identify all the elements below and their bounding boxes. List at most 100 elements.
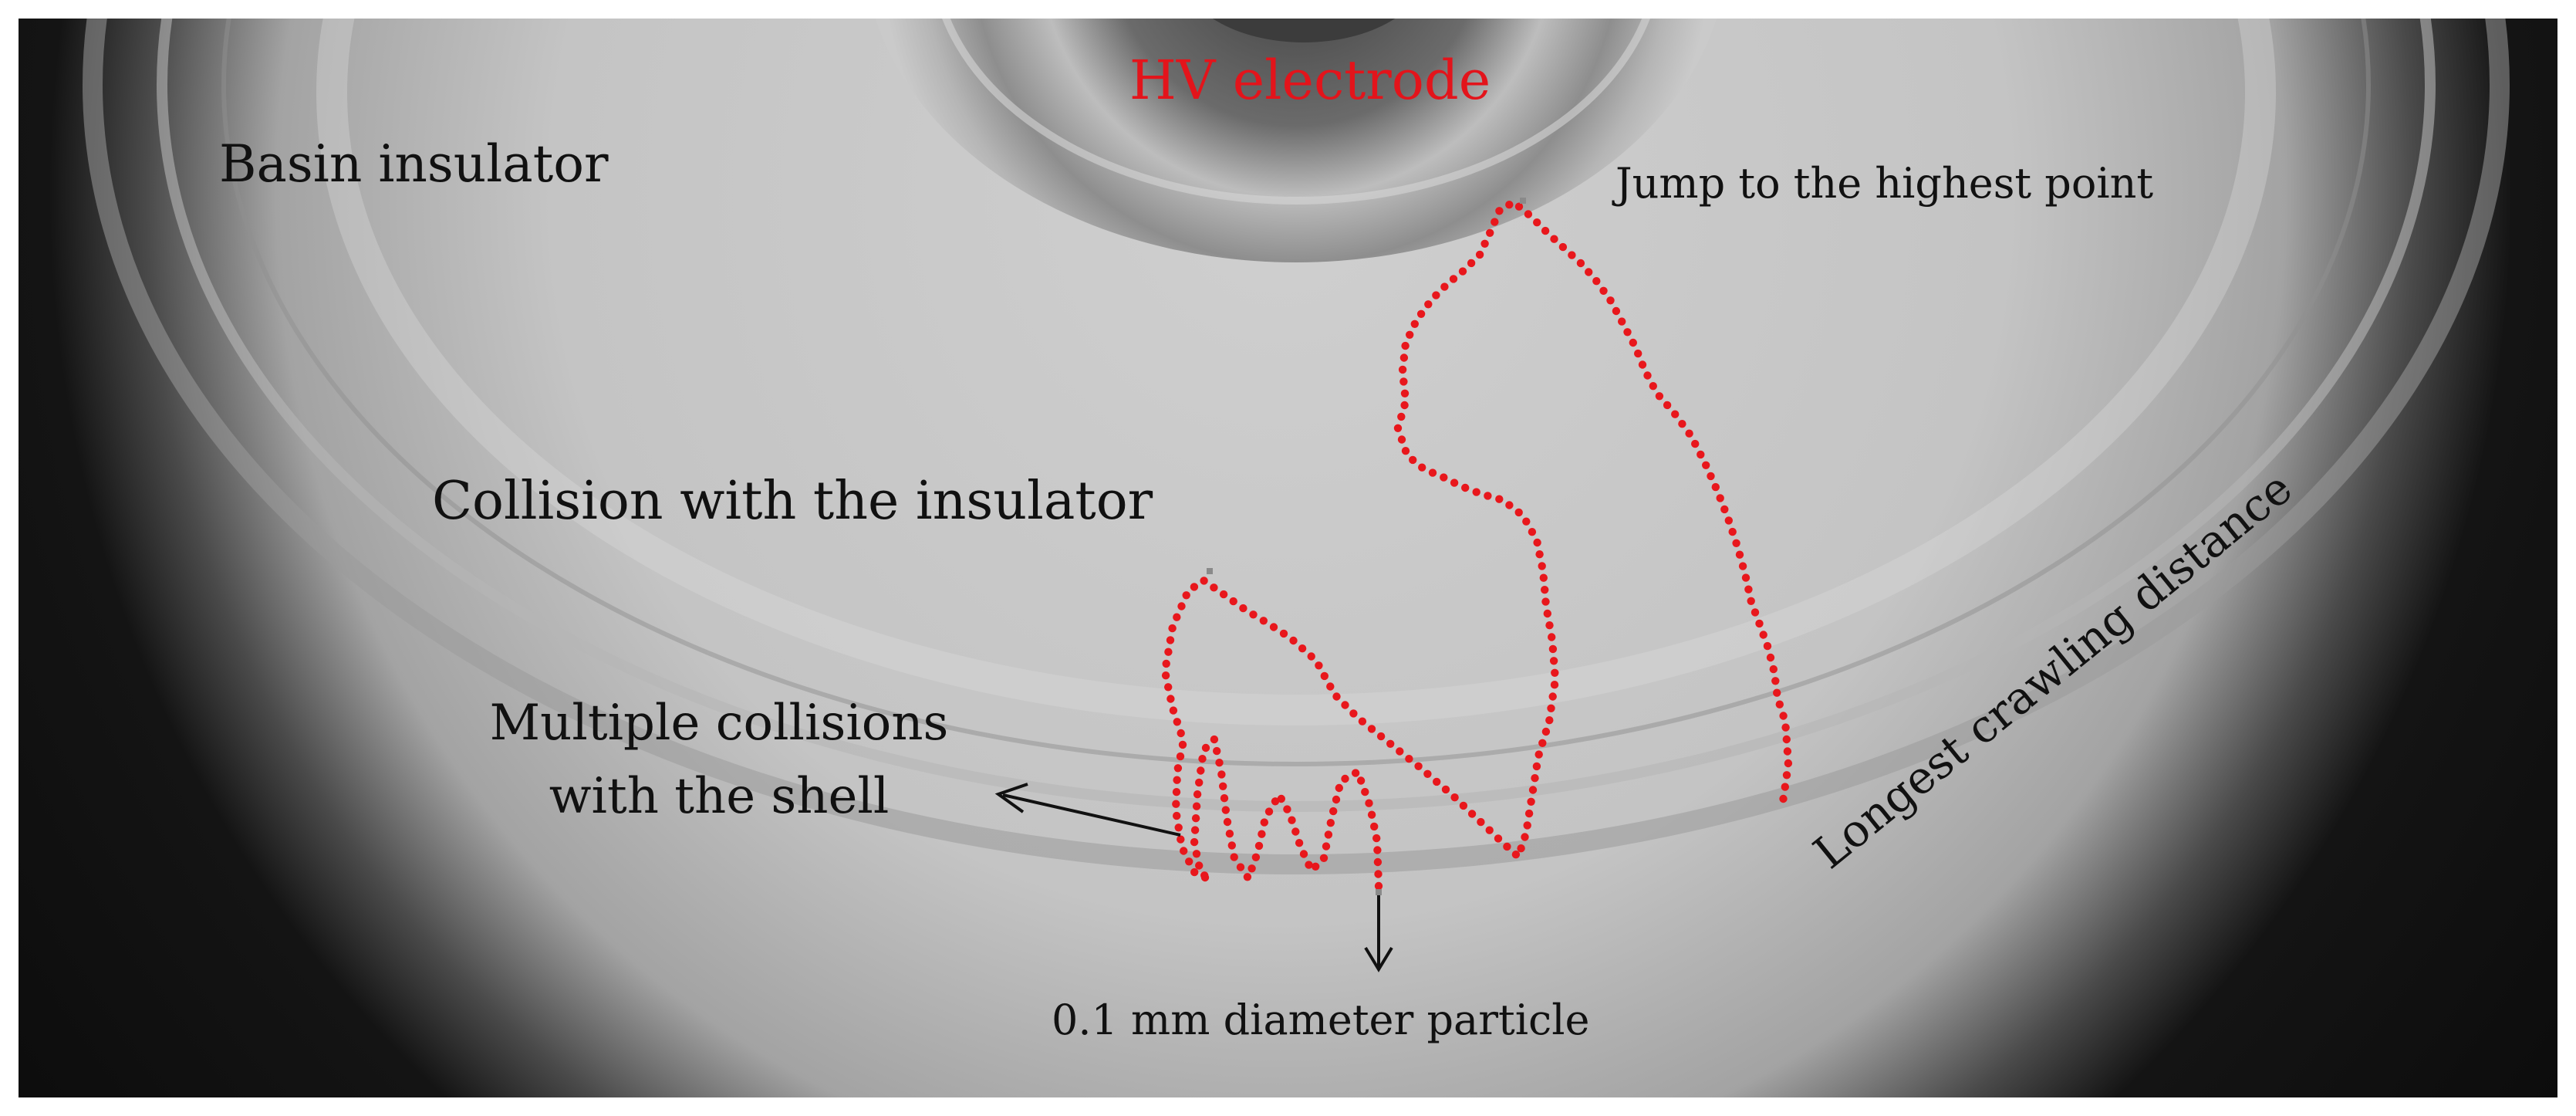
trajectory-dot <box>1503 842 1511 851</box>
trajectory-dot <box>1449 275 1458 283</box>
trajectory-dot <box>1416 309 1426 318</box>
trajectory-dot <box>1527 797 1535 807</box>
trajectory-dot <box>1221 806 1231 814</box>
label-multiple-collisions-line1: Multiple collisions <box>490 695 949 752</box>
trajectory-dot <box>1373 857 1383 867</box>
trajectory-dot <box>1173 764 1183 773</box>
trajectory-dot <box>1769 665 1778 674</box>
trajectory-dot <box>1533 538 1541 547</box>
trajectory-dot <box>1335 783 1344 793</box>
trajectory-dot <box>1450 479 1459 487</box>
trajectory-dot <box>1538 739 1547 747</box>
trajectory-dot <box>1459 801 1468 810</box>
trajectory-dot <box>1618 317 1626 326</box>
trajectory-dot <box>1229 597 1237 606</box>
trajectory-dot <box>1538 562 1546 570</box>
trajectory-dot <box>1550 235 1558 243</box>
trajectory-dot <box>1505 201 1514 209</box>
trajectory-dot <box>1606 296 1615 305</box>
trajectory-dot <box>1312 862 1320 871</box>
trajectory-dot <box>1779 712 1788 720</box>
particle-trajectory <box>1161 198 1793 895</box>
trajectory-dot <box>1173 811 1181 820</box>
trajectory-dot <box>1397 435 1406 444</box>
trajectory-dot <box>1172 787 1181 796</box>
trajectory-dot <box>1643 371 1652 380</box>
trajectory-dot <box>1541 586 1549 594</box>
trajectory-dot <box>1458 267 1467 276</box>
insulator-highlight <box>316 19 2276 725</box>
trajectory-dot <box>1612 306 1621 316</box>
trajectory-dot <box>1259 617 1268 625</box>
trajectory-dot <box>1213 746 1221 756</box>
trajectory-dot <box>1401 341 1410 350</box>
trajectory-dot <box>1494 834 1503 843</box>
trajectory-dot <box>1655 392 1664 401</box>
trajectory-dot <box>1269 623 1278 631</box>
trajectory-dot <box>1210 735 1219 744</box>
trajectory-dot <box>1441 785 1450 794</box>
trajectory-dot <box>1568 251 1576 259</box>
trajectory-dot <box>1215 759 1224 767</box>
trajectory-dot <box>1524 210 1533 218</box>
trajectory-dot <box>1779 794 1788 803</box>
trajectory-dot <box>1236 863 1245 871</box>
trajectory-dot <box>1400 389 1410 397</box>
trajectory-dot <box>1251 853 1261 862</box>
trajectory-dot <box>1735 550 1744 559</box>
trajectory-marker <box>1376 889 1382 895</box>
trajectory-dot <box>1781 783 1789 791</box>
trajectory-dot <box>1168 624 1177 633</box>
trajectory-dot <box>1638 360 1647 369</box>
arrow-multiple-collisions <box>994 783 1181 837</box>
trajectory-dot <box>1169 706 1178 715</box>
trajectory-dot <box>1532 762 1541 771</box>
trajectory-dot <box>1372 834 1381 843</box>
trajectory-dot <box>1634 349 1642 358</box>
trajectory-dot <box>1220 794 1229 803</box>
trajectory-dot <box>1370 822 1379 831</box>
trajectory-dot <box>1239 604 1247 613</box>
trajectory-dot <box>1782 771 1791 780</box>
trajectory-dot <box>1629 338 1637 347</box>
trajectory-dot <box>1461 483 1470 492</box>
trajectory-dot <box>1547 704 1555 712</box>
trajectory-dot <box>1409 455 1417 465</box>
trajectory-dot <box>1545 621 1554 630</box>
trajectory-dot <box>1484 492 1492 500</box>
trajectory-dot <box>1720 505 1729 514</box>
trajectory-dot <box>1782 735 1791 744</box>
trajectory-dot <box>1423 769 1432 778</box>
trajectory-dot <box>1173 718 1182 726</box>
trajectory-dot <box>1485 826 1494 834</box>
trajectory-dot <box>1230 853 1238 861</box>
trajectory-dot <box>1771 677 1780 685</box>
trajectory-dot <box>1177 729 1185 738</box>
trajectory-dot <box>1173 776 1181 784</box>
trajectory-dot <box>1671 410 1680 418</box>
trajectory-dot <box>1751 608 1760 617</box>
trajectory-dot <box>1264 807 1274 816</box>
trajectory-dot <box>1747 597 1755 605</box>
trajectory-dot <box>1495 207 1504 215</box>
trajectory-dot <box>1592 277 1601 286</box>
trajectory-dot <box>1332 692 1341 701</box>
trajectory-dot <box>1288 816 1296 824</box>
trajectory-marker <box>1520 198 1526 204</box>
trajectory-dot <box>1180 847 1188 855</box>
arrow-particle <box>1364 895 1393 972</box>
trajectory-dot <box>1341 774 1349 783</box>
trajectory-dot <box>1349 709 1358 718</box>
trajectory-dot <box>1210 583 1218 592</box>
trajectory-dot <box>1697 450 1705 459</box>
trajectory-dot <box>1523 821 1531 830</box>
trajectory-dot <box>1784 759 1793 768</box>
trajectory-dot <box>1550 681 1559 689</box>
trajectory-dot <box>1477 817 1485 827</box>
trajectory-dot <box>1685 429 1693 438</box>
trajectory-dot <box>1198 755 1207 763</box>
trajectory-dot <box>1401 447 1410 455</box>
trajectory-dot <box>1225 830 1234 838</box>
trajectory-dot <box>1176 752 1185 761</box>
trajectory-dot <box>1332 795 1341 804</box>
